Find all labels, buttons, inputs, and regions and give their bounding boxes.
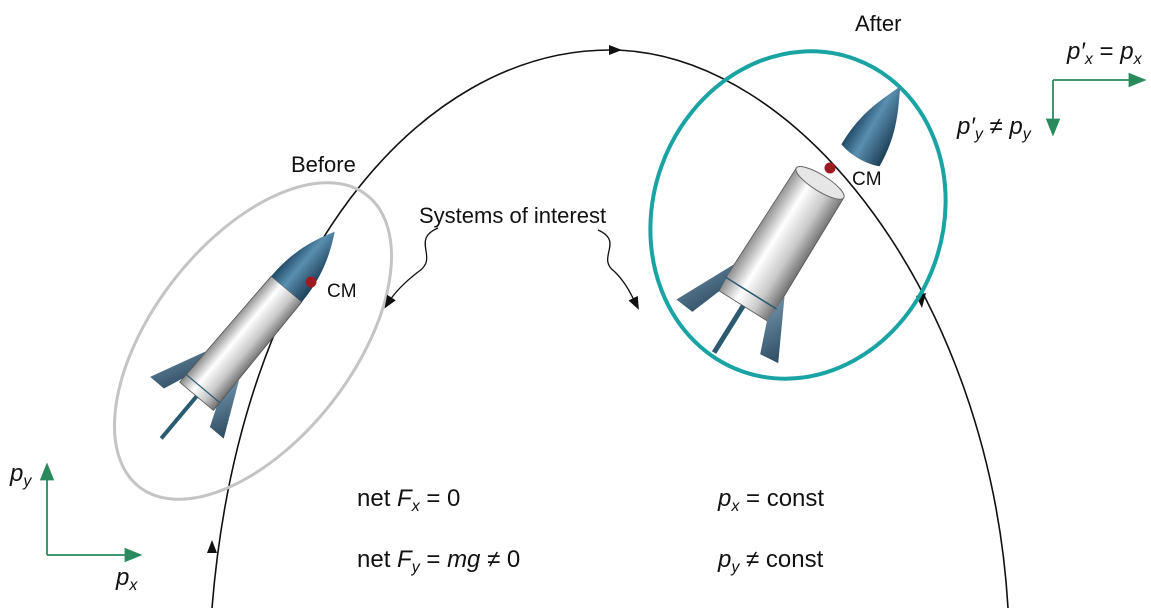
rocket-after-nose bbox=[841, 86, 901, 167]
before-label: Before bbox=[291, 152, 356, 177]
net-fy-equation: net Fy = mg ≠ 0 bbox=[357, 546, 521, 576]
cm-point-after bbox=[824, 162, 836, 174]
rocket-before bbox=[150, 231, 335, 440]
py-const-equation: py ≠ const bbox=[718, 546, 824, 576]
pointer-before bbox=[384, 227, 439, 309]
cm-point-before bbox=[305, 276, 317, 288]
px-const-equation: px = const bbox=[718, 485, 825, 515]
net-fx-equation: net Fx = 0 bbox=[357, 485, 461, 515]
axis-left-px-label: px bbox=[116, 564, 138, 594]
pointer-after bbox=[597, 229, 639, 310]
before-system-ellipse bbox=[113, 181, 393, 501]
systems-of-interest-label: Systems of interest bbox=[419, 203, 607, 228]
after-py-equation: p′y ≠ py bbox=[957, 113, 1031, 143]
after-system-ellipse bbox=[648, 49, 948, 381]
trajectory-arrow-top bbox=[609, 45, 622, 55]
after-px-equation: p′x = px bbox=[1067, 38, 1142, 68]
after-label: After bbox=[855, 11, 902, 36]
axis-left-py-label: py bbox=[10, 460, 32, 490]
cm-label-before: CM bbox=[327, 281, 357, 302]
rocket-after-body bbox=[676, 166, 845, 364]
cm-label-after: CM bbox=[852, 169, 882, 190]
trajectory-arrow-up bbox=[207, 540, 217, 553]
